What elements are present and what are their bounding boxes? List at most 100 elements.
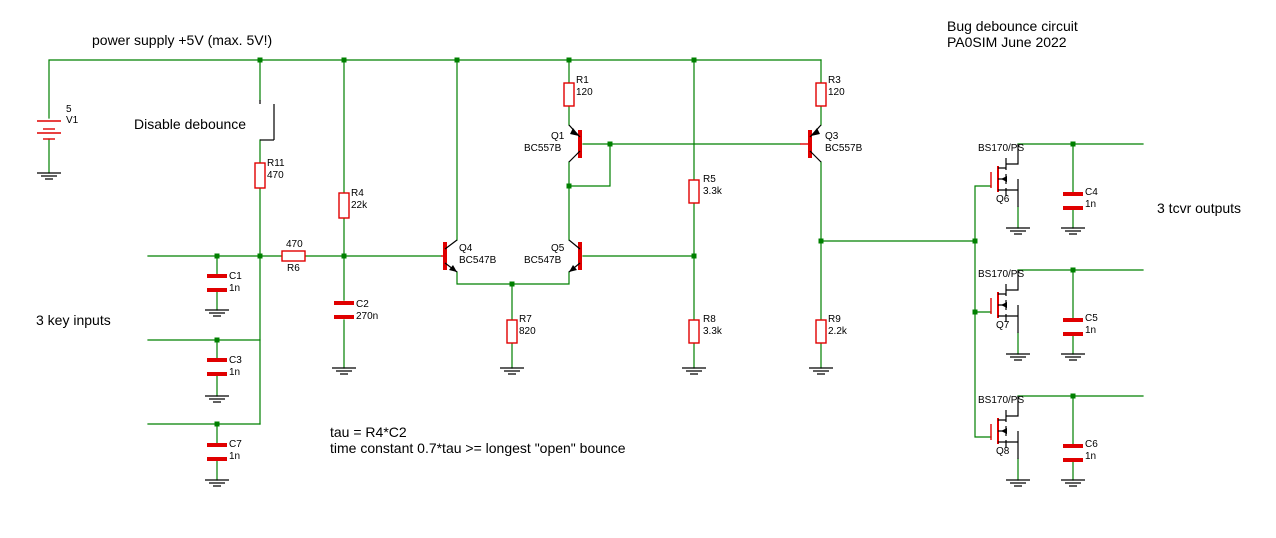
capacitor-c7 <box>207 443 227 461</box>
disable-debounce-switch <box>259 100 275 141</box>
v1-label: V1 <box>66 115 79 126</box>
c7-name: C7 <box>229 439 242 450</box>
q7-value: BS170/PS <box>978 269 1024 280</box>
c6-name: C6 <box>1085 439 1098 450</box>
ground-icon <box>1006 353 1030 361</box>
disable-debounce-label: Disable debounce <box>134 116 246 132</box>
ground-icon <box>500 367 524 375</box>
r4-value: 22k <box>351 200 368 211</box>
resistor-r3 <box>815 82 827 107</box>
c1-value: 1n <box>229 283 240 294</box>
c2-value: 270n <box>356 311 378 322</box>
q1-name: Q1 <box>551 131 565 142</box>
capacitor-c2 <box>334 301 354 319</box>
ground-icon <box>37 172 61 180</box>
r9-value: 2.2k <box>828 326 848 337</box>
capacitors <box>207 192 1083 462</box>
supply-note: power supply +5V (max. 5V!) <box>92 32 272 48</box>
c4-value: 1n <box>1085 199 1096 210</box>
key-inputs-label: 3 key inputs <box>36 312 111 328</box>
ground-icon <box>682 367 706 375</box>
r5-name: R5 <box>703 174 716 185</box>
q8-name: Q8 <box>996 446 1010 457</box>
r4-name: R4 <box>351 188 364 199</box>
ground-icon <box>1006 227 1030 235</box>
component-labels: R11 470 R4 22k 470 R6 C1 1n C2 270n C3 1… <box>229 75 1098 462</box>
q6-name: Q6 <box>996 194 1010 205</box>
resistor-r1 <box>563 82 575 107</box>
title-line-1: Bug debounce circuit <box>947 18 1078 34</box>
r11-value: 470 <box>267 170 284 181</box>
battery-v1: 5 V1 <box>37 104 79 140</box>
ground-icon <box>205 479 229 487</box>
q5-name: Q5 <box>551 243 565 254</box>
ground-icon <box>332 367 356 375</box>
time-constant-note: time constant 0.7*tau >= longest "open" … <box>330 440 626 456</box>
r8-value: 3.3k <box>703 326 723 337</box>
ground-icon <box>1006 479 1030 487</box>
c3-value: 1n <box>229 367 240 378</box>
q4-value: BC547B <box>459 255 497 266</box>
ground-icon <box>1061 479 1085 487</box>
junctions <box>214 57 1076 427</box>
r11-name: R11 <box>267 158 285 169</box>
r1-name: R1 <box>576 75 589 86</box>
r8-name: R8 <box>703 314 716 325</box>
c7-value: 1n <box>229 451 240 462</box>
q7-name: Q7 <box>996 320 1010 331</box>
ground-icon <box>205 309 229 317</box>
ground-symbols <box>37 172 1085 487</box>
c3-name: C3 <box>229 355 242 366</box>
ground-icon <box>1061 353 1085 361</box>
outputs-label: 3 tcvr outputs <box>1157 200 1241 216</box>
transistor-q5 <box>568 239 582 273</box>
q6-value: BS170/PS <box>978 143 1024 154</box>
resistor-r9 <box>815 319 827 344</box>
tau-note: tau = R4*C2 <box>330 424 407 440</box>
ground-icon <box>809 367 833 375</box>
q3-name: Q3 <box>825 131 839 142</box>
transistor-q1 <box>568 124 582 163</box>
q8-value: BS170/PS <box>978 395 1024 406</box>
title-line-2: PA0SIM June 2022 <box>947 34 1067 50</box>
c5-value: 1n <box>1085 325 1096 336</box>
c5-name: C5 <box>1085 313 1098 324</box>
mosfet-q8 <box>990 396 1019 459</box>
transistor-q3 <box>800 124 822 163</box>
r9-name: R9 <box>828 314 841 325</box>
r3-value: 120 <box>828 87 845 98</box>
v1-value: 5 <box>66 104 72 115</box>
r7-name: R7 <box>519 314 532 325</box>
capacitor-c1 <box>207 274 227 292</box>
capacitor-c4 <box>1063 192 1083 210</box>
resistor-r7 <box>506 319 518 344</box>
mosfet-q6 <box>990 144 1019 207</box>
resistors <box>254 82 827 344</box>
resistor-r11 <box>254 162 266 189</box>
q5-value: BC547B <box>524 255 562 266</box>
resistor-r8 <box>688 319 700 344</box>
capacitor-c5 <box>1063 318 1083 336</box>
r6-value: 470 <box>286 239 303 250</box>
transistor-q4 <box>441 239 458 273</box>
mosfet-q7 <box>990 270 1019 333</box>
c4-name: C4 <box>1085 187 1098 198</box>
c1-name: C1 <box>229 271 242 282</box>
q1-value: BC557B <box>524 143 562 154</box>
resistor-r6 <box>281 250 306 262</box>
c6-value: 1n <box>1085 451 1096 462</box>
r7-value: 820 <box>519 326 536 337</box>
q4-name: Q4 <box>459 243 473 254</box>
r6-name: R6 <box>287 263 300 274</box>
r3-name: R3 <box>828 75 841 86</box>
q3-value: BC557B <box>825 143 863 154</box>
r5-value: 3.3k <box>703 186 723 197</box>
ground-icon <box>1061 227 1085 235</box>
capacitor-c3 <box>207 358 227 376</box>
capacitor-c6 <box>1063 444 1083 462</box>
resistor-r4 <box>338 192 350 219</box>
annotations: Bug debounce circuit PA0SIM June 2022 po… <box>36 18 1241 456</box>
c2-name: C2 <box>356 299 369 310</box>
r1-value: 120 <box>576 87 593 98</box>
